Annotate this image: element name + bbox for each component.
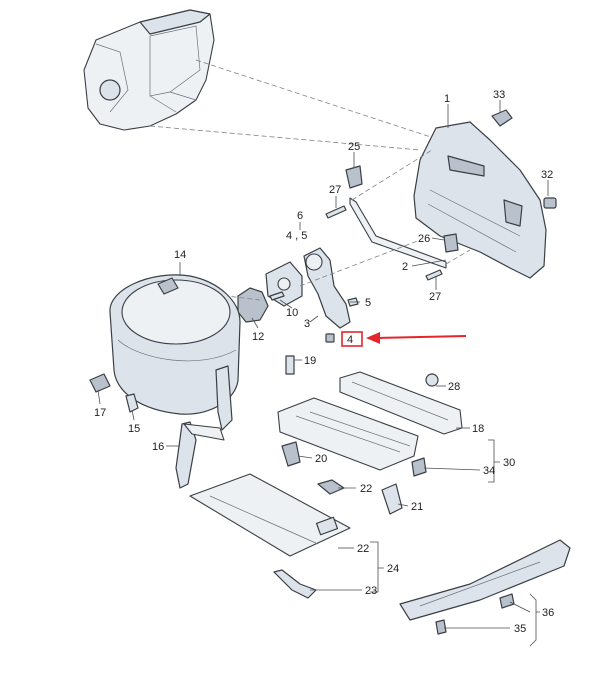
label-1: 1 xyxy=(444,93,450,105)
label-28: 28 xyxy=(448,381,460,393)
leader-lines xyxy=(97,100,549,647)
clip-36 xyxy=(499,593,515,609)
label-30: 30 xyxy=(503,457,515,469)
view-guide-line xyxy=(195,59,441,141)
bolt-10 xyxy=(269,291,285,301)
support-21 xyxy=(381,483,403,515)
label-22-lower: 22 xyxy=(357,543,369,555)
cover-12 xyxy=(237,287,269,323)
side-trim-panel xyxy=(413,121,547,279)
label-16: 16 xyxy=(152,441,164,453)
label-12: 12 xyxy=(252,331,264,343)
label-21: 21 xyxy=(411,501,423,513)
label-20: 20 xyxy=(315,453,327,465)
bolt-27-upper xyxy=(325,205,347,219)
label-23: 23 xyxy=(365,585,377,597)
label-6: 6 xyxy=(297,210,303,222)
label-36: 36 xyxy=(542,607,554,619)
label-18: 18 xyxy=(472,423,484,435)
screw-28 xyxy=(425,373,439,387)
clip-32 xyxy=(543,197,557,209)
label-5: 5 xyxy=(365,297,371,309)
clip-35 xyxy=(435,619,447,635)
retaining-rod xyxy=(349,197,447,269)
label-19: 19 xyxy=(304,355,316,367)
clip-17 xyxy=(89,373,111,393)
label-10: 10 xyxy=(286,307,298,319)
carrier-bracket xyxy=(303,247,351,329)
highlight-arrow-head xyxy=(366,332,380,344)
label-3: 3 xyxy=(304,318,310,330)
label-27-upper: 27 xyxy=(329,184,341,196)
loading-sill-trim xyxy=(399,539,571,621)
label-14: 14 xyxy=(174,249,186,261)
spare-wheel-cover-ring xyxy=(109,274,241,431)
highlight-box xyxy=(341,331,363,347)
label-17: 17 xyxy=(94,407,106,419)
floor-mat xyxy=(189,473,351,557)
label-27-lower: 27 xyxy=(429,291,441,303)
view-guide-line xyxy=(149,125,421,151)
highlight-part-4: 4 xyxy=(341,331,467,347)
label-35: 35 xyxy=(514,623,526,635)
strap-16 xyxy=(175,421,225,489)
label-26: 26 xyxy=(418,233,430,245)
bracket-20 xyxy=(281,441,301,467)
label-2: 2 xyxy=(402,261,408,273)
nut-4 xyxy=(325,333,335,343)
label-33: 33 xyxy=(493,89,505,101)
hook-15 xyxy=(125,393,139,413)
label-32: 32 xyxy=(541,169,553,181)
highlight-arrow xyxy=(377,335,467,339)
label-15: 15 xyxy=(128,423,140,435)
clip-33 xyxy=(491,109,513,127)
label-25: 25 xyxy=(348,141,360,153)
callout-labels: 1 33 32 25 27 26 2 27 6 4 , 5 5 3 10 12 … xyxy=(94,89,554,635)
floor-main-panel xyxy=(277,397,419,471)
clip-25 xyxy=(345,165,363,189)
label-4-highlight: 4 xyxy=(347,334,353,346)
label-34: 34 xyxy=(483,465,495,477)
clip-34 xyxy=(411,457,427,477)
screw-19 xyxy=(285,355,295,375)
label-24: 24 xyxy=(387,563,399,575)
clip-26 xyxy=(443,233,459,253)
vehicle-rear-illustration xyxy=(83,9,215,131)
handle-22 xyxy=(317,479,345,495)
label-4-5: 4 , 5 xyxy=(286,230,307,242)
strap-23 xyxy=(273,569,317,599)
label-22-upper: 22 xyxy=(360,483,372,495)
bolt-27-lower xyxy=(425,269,443,281)
